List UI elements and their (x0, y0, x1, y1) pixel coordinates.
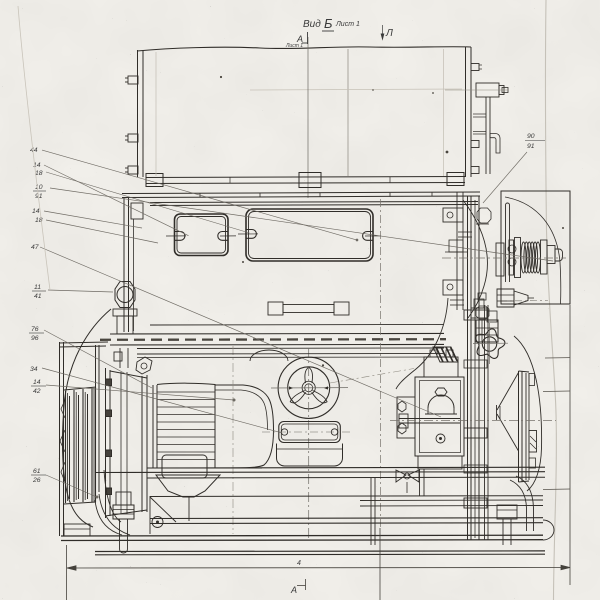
svg-text:14: 14 (33, 162, 41, 169)
svg-text:47: 47 (31, 244, 39, 251)
svg-text:Лист 1: Лист 1 (285, 43, 303, 49)
svg-text:91: 91 (35, 193, 43, 200)
svg-text:А: А (296, 34, 303, 44)
svg-text:Б: Б (324, 16, 333, 31)
svg-text:11: 11 (34, 284, 41, 291)
svg-text:90: 90 (527, 133, 535, 140)
svg-text:Вид: Вид (303, 19, 321, 30)
svg-text:10: 10 (35, 184, 43, 191)
svg-text:18: 18 (35, 217, 43, 224)
svg-text:14: 14 (32, 208, 40, 215)
svg-text:61: 61 (33, 468, 41, 475)
svg-text:76: 76 (31, 326, 39, 333)
svg-text:44: 44 (30, 147, 38, 154)
svg-text:91: 91 (527, 143, 535, 150)
svg-text:18: 18 (35, 170, 43, 177)
svg-text:41: 41 (34, 293, 42, 300)
svg-text:А: А (290, 585, 297, 595)
svg-text:Лист 1: Лист 1 (335, 21, 360, 28)
svg-text:14: 14 (33, 379, 41, 386)
svg-text:Л: Л (385, 28, 393, 39)
svg-text:26: 26 (32, 477, 41, 484)
svg-text:42: 42 (33, 388, 41, 395)
svg-text:4: 4 (297, 560, 301, 567)
svg-text:96: 96 (31, 335, 39, 342)
svg-text:34: 34 (30, 366, 38, 373)
